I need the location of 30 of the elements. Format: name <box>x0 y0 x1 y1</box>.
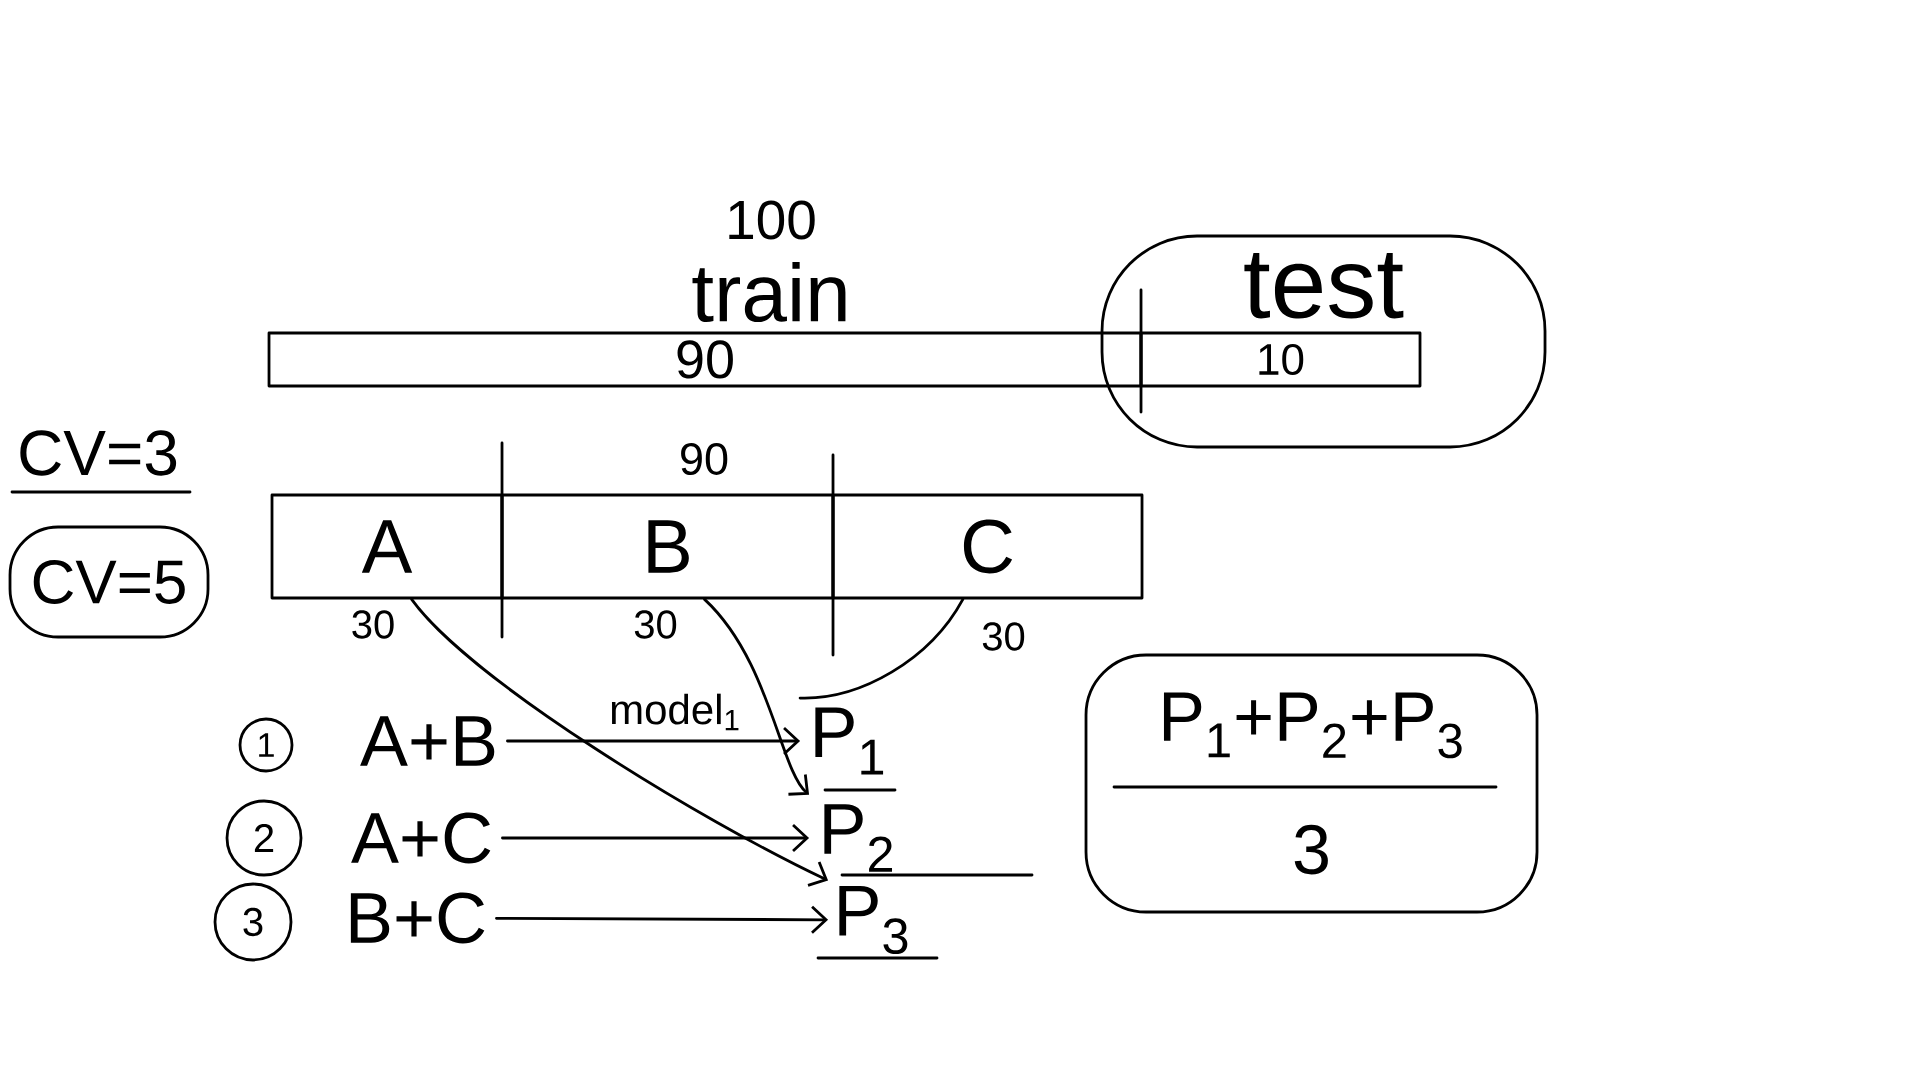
arrow <box>501 823 810 852</box>
heading: train <box>692 261 846 323</box>
sum-text: A+B <box>360 716 495 766</box>
edge-label: model$_{1}$ <box>607 691 743 733</box>
circled-number: 1 <box>238 717 294 773</box>
bar-segment: 90 <box>267 331 1143 388</box>
arrow <box>410 598 829 887</box>
arrow <box>506 726 801 755</box>
bar-segment: B <box>500 493 835 600</box>
sum-text: B+C <box>350 892 485 944</box>
size-label: 90 <box>681 443 728 475</box>
size-label: 30 <box>352 610 394 639</box>
note-text: CV=3 <box>20 430 177 476</box>
count-label: 100 <box>729 200 815 240</box>
circled-number: 3 <box>213 882 293 962</box>
sum-text: A+C <box>351 812 491 864</box>
arrow <box>495 905 829 934</box>
bar-segment: C <box>831 493 1144 600</box>
circled-number: 2 <box>225 799 303 877</box>
formula-box: P$_{1}$+P$_{2}$+P$_{3}$ 3 <box>1084 653 1539 914</box>
bar-segment: A <box>270 493 504 600</box>
connector-line <box>798 598 965 700</box>
bar-segment: 10 <box>1139 331 1422 388</box>
result-text: P$_{1}$ <box>815 707 884 775</box>
size-label: 30 <box>982 622 1025 651</box>
result-text: P$_{2}$ <box>824 804 892 872</box>
size-label: 30 <box>634 610 677 639</box>
arrow <box>703 598 810 796</box>
circled-text: CV=5 <box>8 525 210 639</box>
result-text: P$_{3}$ <box>839 885 908 955</box>
